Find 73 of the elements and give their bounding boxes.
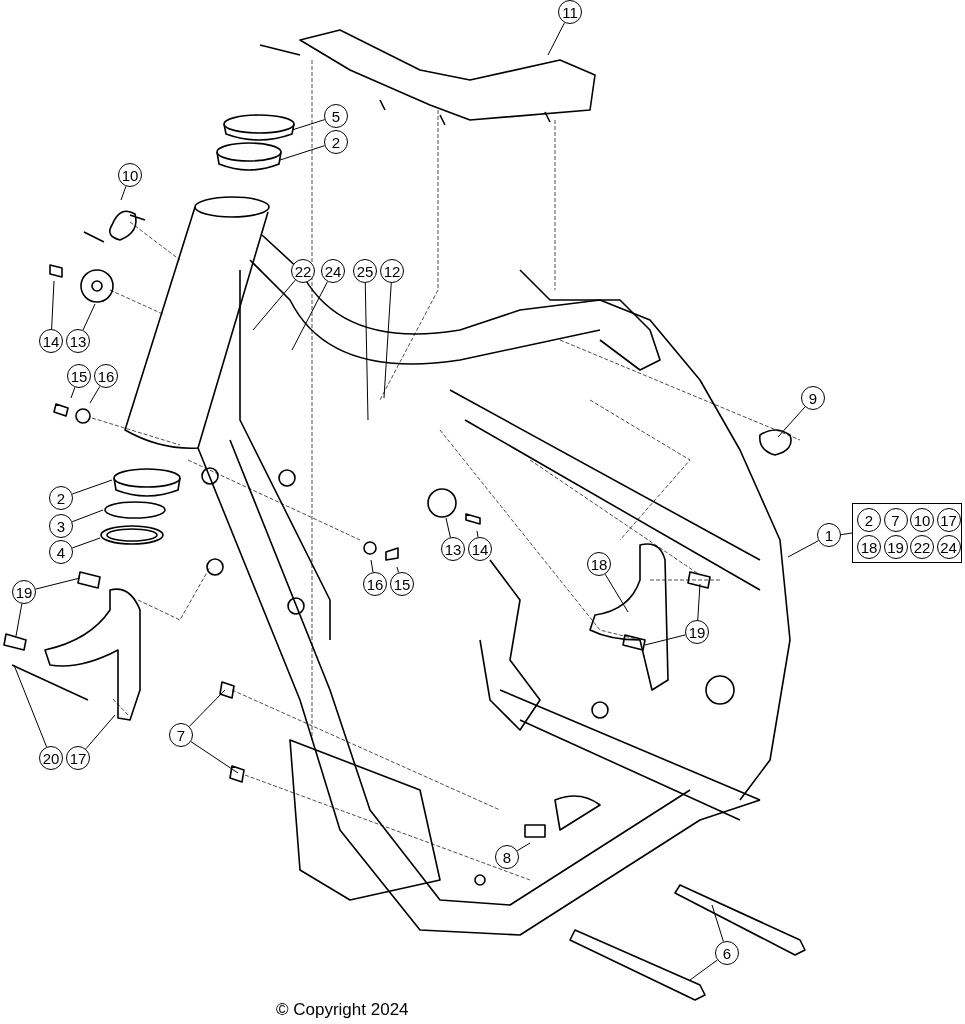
callout-number: 18 bbox=[857, 535, 881, 559]
callout-number: 17 bbox=[66, 746, 90, 770]
callout-number: 19 bbox=[883, 535, 908, 559]
callout-number: 24 bbox=[936, 535, 961, 559]
leader-line bbox=[604, 573, 629, 613]
leader-line bbox=[279, 145, 326, 161]
callout-number: 13 bbox=[66, 329, 90, 353]
leader-line bbox=[13, 664, 48, 748]
callout-number: 22 bbox=[910, 535, 934, 559]
callout-number: 5 bbox=[324, 104, 348, 128]
callout-number: 16 bbox=[94, 364, 118, 388]
callout-number: 16 bbox=[363, 572, 387, 596]
callout-number: 12 bbox=[380, 259, 404, 283]
leader-line bbox=[689, 959, 718, 981]
leader-line bbox=[71, 509, 104, 523]
leader-line bbox=[383, 282, 392, 399]
callout-number: 3 bbox=[49, 514, 73, 538]
callout-number: 18 bbox=[587, 552, 611, 576]
leader-line bbox=[516, 842, 531, 852]
leader-line bbox=[188, 689, 226, 727]
leader-line bbox=[71, 537, 101, 549]
callout-number: 15 bbox=[67, 364, 91, 388]
callout-number: 1 bbox=[817, 523, 841, 547]
callout-number: 24 bbox=[321, 259, 345, 283]
leader-line bbox=[71, 479, 113, 495]
kit-table-box bbox=[852, 503, 962, 563]
callout-number: 7 bbox=[169, 723, 193, 747]
callout-number: 2 bbox=[324, 130, 348, 154]
leader-line bbox=[89, 385, 101, 404]
callout-number: 8 bbox=[495, 845, 519, 869]
leader-line bbox=[777, 406, 806, 438]
callout-number: 6 bbox=[715, 941, 739, 965]
callout-number: 25 bbox=[353, 259, 377, 283]
leader-line bbox=[476, 530, 479, 538]
callout-number: 22 bbox=[291, 259, 315, 283]
leader-line bbox=[291, 119, 326, 131]
leader-line bbox=[51, 280, 55, 330]
callout-number: 11 bbox=[558, 0, 582, 24]
callout-number: 9 bbox=[801, 386, 825, 410]
callout-number: 20 bbox=[39, 746, 63, 770]
leader-line bbox=[396, 566, 400, 573]
leader-line bbox=[291, 281, 328, 351]
leader-line bbox=[70, 386, 76, 399]
leader-line bbox=[35, 577, 81, 590]
leader-line bbox=[445, 517, 451, 538]
callout-number: 15 bbox=[390, 572, 414, 596]
callout-number: 10 bbox=[910, 508, 934, 532]
leader-line bbox=[711, 904, 724, 943]
leader-line bbox=[120, 185, 127, 201]
leader-line bbox=[644, 634, 686, 646]
callout-number: 2 bbox=[49, 486, 73, 510]
leader-line bbox=[840, 532, 853, 536]
leader-line bbox=[697, 583, 701, 621]
callout-number: 19 bbox=[685, 620, 709, 644]
callout-number: 13 bbox=[441, 537, 465, 561]
callout-number: 14 bbox=[39, 329, 63, 353]
leader-line bbox=[364, 282, 369, 421]
leader-line bbox=[190, 741, 239, 774]
callout-number: 2 bbox=[857, 508, 881, 532]
leader-line bbox=[82, 303, 96, 331]
callout-number: 14 bbox=[468, 537, 492, 561]
leader-line bbox=[787, 540, 819, 558]
callout-number: 17 bbox=[936, 508, 961, 532]
leader-line bbox=[85, 714, 116, 750]
leader-line bbox=[252, 279, 296, 331]
callout-number: 7 bbox=[883, 508, 908, 532]
callout-number: 10 bbox=[118, 163, 142, 187]
callout-number: 19 bbox=[12, 580, 36, 604]
leader-line bbox=[370, 559, 374, 573]
leader-line bbox=[547, 22, 566, 56]
leader-line bbox=[15, 603, 23, 637]
callout-number: 4 bbox=[49, 540, 73, 564]
copyright-notice: © Copyright 2024 bbox=[276, 1000, 409, 1020]
